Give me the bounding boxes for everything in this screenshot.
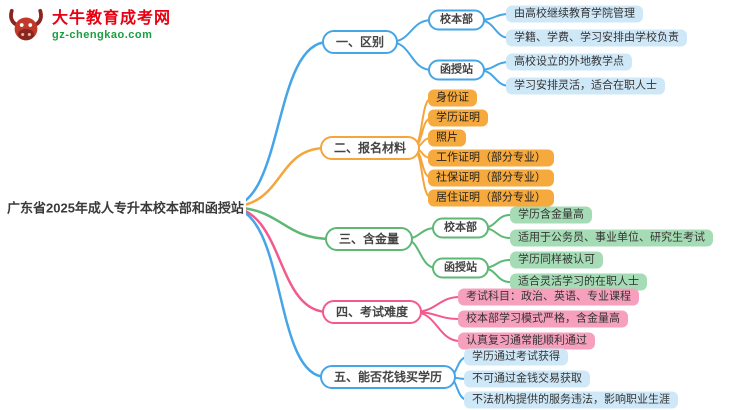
child-node-correspondence: 函授站 xyxy=(428,59,485,81)
site-logo[interactable]: 大牛教育成考网 gz-chengkao.com xyxy=(7,7,171,45)
root-node: 广东省2025年成人专升本校本部和函授站 xyxy=(5,195,246,219)
site-url: gz-chengkao.com xyxy=(52,28,153,41)
leaf-node: 身份证 xyxy=(428,89,477,107)
leaf-node: 学历通过考试获得 xyxy=(464,348,568,366)
branch-node-materials: 二、报名材料 xyxy=(320,136,421,160)
branch-node-buy-diploma: 五、能否花钱买学历 xyxy=(320,365,457,389)
leaf-node: 学历含金量高 xyxy=(510,206,592,224)
leaf-node: 由高校继续教育学院管理 xyxy=(506,5,643,23)
leaf-node: 校本部学习模式严格，含金量高 xyxy=(458,310,628,328)
leaf-node: 学籍、学费、学习安排由学校负责 xyxy=(506,29,687,47)
leaf-node: 适用于公务员、事业单位、研究生考试 xyxy=(510,229,713,247)
leaf-node: 不可通过金钱交易获取 xyxy=(464,370,590,388)
leaf-node: 高校设立的外地教学点 xyxy=(506,53,632,71)
leaf-node: 学历证明 xyxy=(428,109,488,127)
leaf-node: 认真复习通常能顺利通过 xyxy=(458,332,595,350)
child-node-campus: 校本部 xyxy=(428,9,485,31)
branch-node-difficulty: 四、考试难度 xyxy=(322,300,423,324)
leaf-node: 学习安排灵活，适合在职人士 xyxy=(506,77,665,95)
child-node-correspondence: 函授站 xyxy=(432,257,489,279)
site-name: 大牛教育成考网 xyxy=(52,10,172,28)
child-node-campus: 校本部 xyxy=(432,217,489,239)
leaf-node: 工作证明（部分专业） xyxy=(428,149,554,167)
bull-icon xyxy=(9,8,43,41)
leaf-node: 适合灵活学习的在职人士 xyxy=(510,273,647,291)
leaf-node: 考试科目：政治、英语、专业课程 xyxy=(458,288,639,306)
logo-text: 大牛教育成考网 gz-chengkao.com xyxy=(52,10,171,41)
branch-node-difference: 一、区别 xyxy=(322,30,399,54)
leaf-node: 居住证明（部分专业） xyxy=(428,189,554,207)
leaf-node: 照片 xyxy=(428,129,466,147)
leaf-node: 不法机构提供的服务违法，影响职业生涯 xyxy=(464,391,678,409)
branch-node-value: 三、含金量 xyxy=(325,227,414,251)
leaf-node: 社保证明（部分专业） xyxy=(428,169,554,187)
leaf-node: 学历同样被认可 xyxy=(510,251,603,269)
